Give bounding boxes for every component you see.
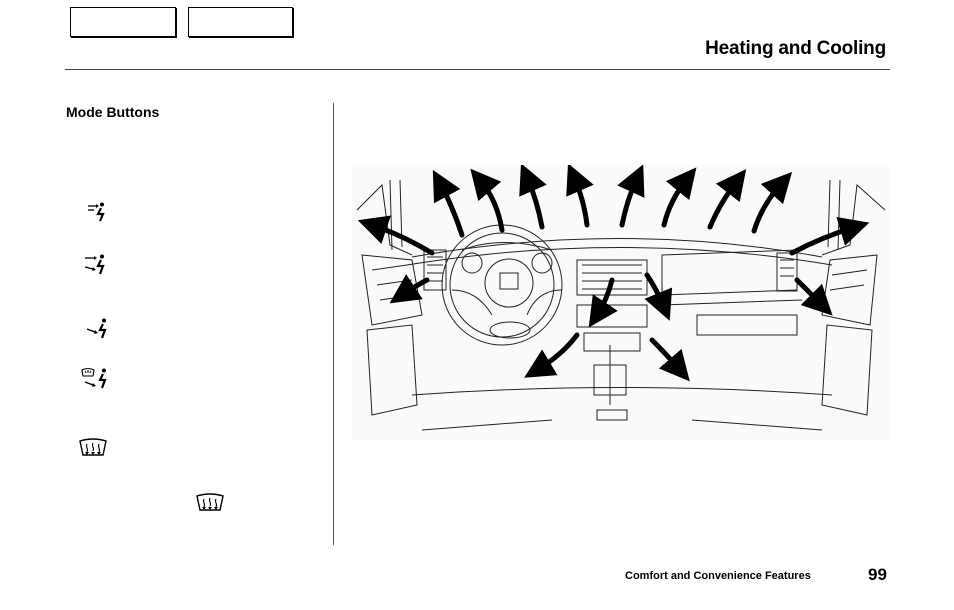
floor-defrost-mode-icon: [81, 367, 107, 389]
page-number: 99: [868, 565, 887, 584]
section-heading: Mode Buttons: [66, 104, 160, 120]
vent-mode-icon: [88, 202, 105, 222]
nav-button-1[interactable]: [70, 7, 176, 37]
column-divider: [333, 103, 334, 545]
defrost-icon: [79, 438, 107, 456]
header-divider: [65, 69, 890, 70]
page-title: Heating and Cooling: [705, 38, 886, 59]
defrost-icon: [196, 493, 224, 511]
footer-section-title: Comfort and Convenience Features: [625, 570, 811, 582]
bi-level-mode-icon: [84, 254, 105, 275]
floor-mode-icon: [86, 318, 107, 339]
nav-button-2[interactable]: [188, 7, 293, 37]
dashboard-airflow-illustration: [352, 165, 890, 440]
